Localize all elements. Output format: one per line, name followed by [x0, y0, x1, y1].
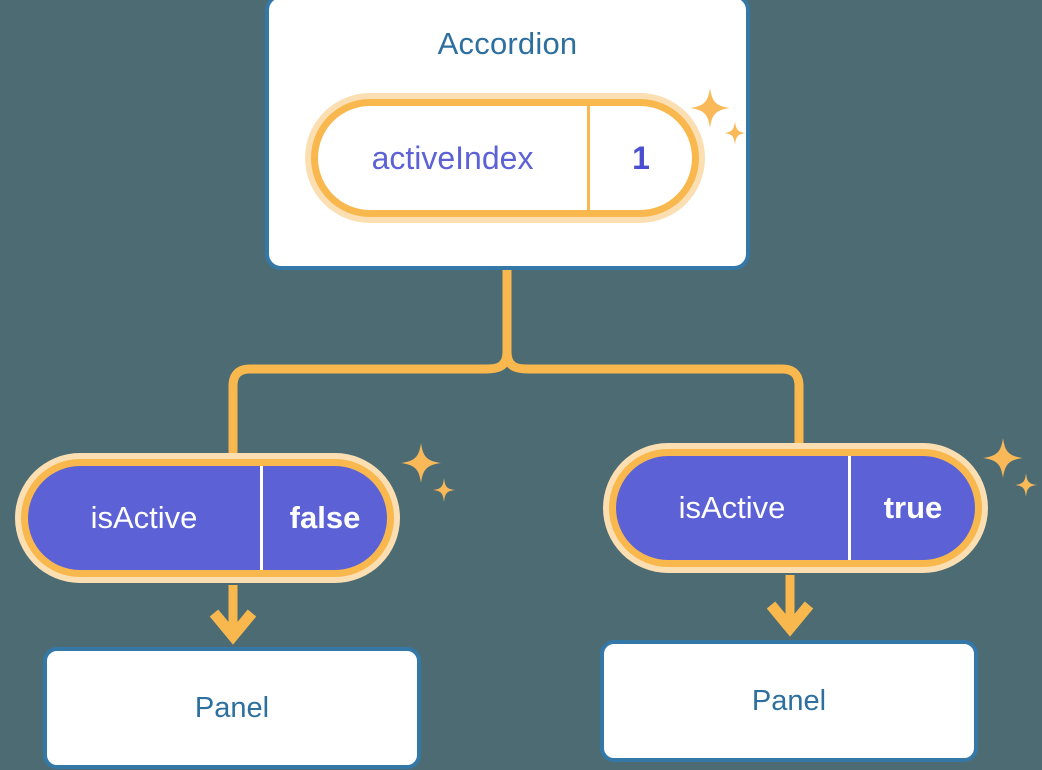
state-chip-ring: isActive true [609, 449, 982, 567]
panel-node-left[interactable]: Panel [43, 647, 421, 769]
state-chip-body: activeIndex 1 [318, 106, 692, 210]
state-chip-body: isActive true [616, 456, 975, 560]
panel-node-right[interactable]: Panel [600, 640, 978, 762]
state-key-label: activeIndex [318, 106, 590, 210]
state-key-label: isActive [28, 466, 263, 570]
connector-branch-right [502, 347, 804, 452]
arrow-down-icon [209, 609, 257, 645]
state-value-label: false [289, 500, 361, 535]
state-chip-ring: activeIndex 1 [311, 99, 699, 217]
page-title: Accordion [437, 26, 578, 61]
panel-title: Panel [194, 691, 270, 724]
connector-branch-left [228, 347, 512, 460]
state-chip-active-index[interactable]: activeIndex 1 [305, 93, 705, 223]
sparkle-icon [983, 438, 1037, 497]
state-chip-body: isActive false [28, 466, 387, 570]
state-chip-is-active-left[interactable]: isActive false [15, 453, 400, 583]
state-key-label: isActive [616, 456, 851, 560]
sparkle-icon [401, 443, 455, 502]
state-value-label: true [883, 490, 943, 525]
state-value-label: 1 [632, 139, 650, 176]
panel-title: Panel [751, 684, 827, 717]
arrow-down-icon [766, 601, 814, 637]
state-chip-is-active-right[interactable]: isActive true [603, 443, 988, 573]
state-chip-ring: isActive false [21, 459, 394, 577]
